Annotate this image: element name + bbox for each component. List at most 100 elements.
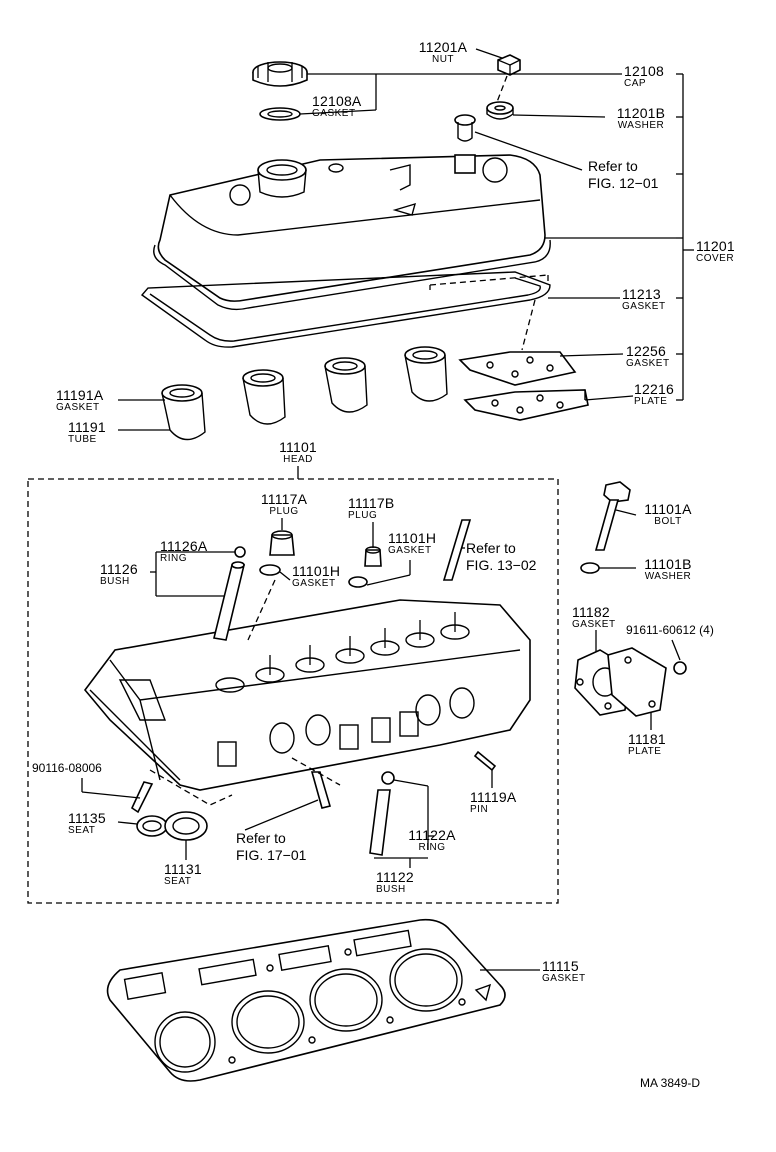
tube-parts [161,346,448,441]
label-water-gasket: 11182 GASKET [572,605,616,630]
label-washer: 11201B WASHER [608,106,674,131]
cylinder-head-part [83,599,531,791]
part-name: BUSH [376,884,406,895]
part-name: PLATE [628,746,662,757]
part-name: WASHER [644,571,692,582]
label-tube-gasket: 11191A GASKET [56,388,103,413]
label-cover-gasket: 11213 GASKET [622,287,666,312]
reference-fig-12-01: Refer to FIG. 12−01 [588,158,659,191]
label-ring: 11126A RING [160,539,207,564]
part-name: HEAD [283,454,313,465]
label-seat-large: 11131 SEAT [164,862,202,887]
part-number: 12108A [312,93,362,109]
bush-part [213,561,246,641]
part-name: GASKET [56,402,100,413]
part-number: 11119A [470,789,517,805]
part-name: GASKET [572,619,616,630]
diagram-id: MA 3849-D [640,1076,701,1090]
label-seat-small: 11135 SEAT [68,811,106,836]
part-name: GASKET [312,108,356,119]
label-plug-a: 11117A PLUG [254,492,314,517]
nut-part [497,54,521,76]
part-name: CAP [624,78,647,89]
label-tube: 11191 TUBE [68,420,106,445]
part-number: 12256 [626,343,666,359]
part-name: NUT [431,54,455,65]
part-number: 11191 [68,419,106,435]
reference-fig-13-02: Refer to FIG. 13−02 [466,540,537,573]
part-name: GASKET [542,973,586,984]
label-plug-gasket-1: 11101H GASKET [292,564,340,589]
label-plug-gasket-2: 11101H GASKET [388,531,436,556]
part-number: 11201A [418,39,468,55]
label-cap: 12108 CAP [624,64,664,89]
part-name: COVER [696,253,735,264]
part-name: SEAT [68,825,96,836]
part-name: PIN [470,804,489,815]
label-cap-gasket: 12108A GASKET [312,94,361,119]
cover-part [153,154,551,311]
bolt-quantity-code: 91611-60612 (4) [626,623,714,637]
part-number: 11135 [68,810,106,826]
part-number: 11115 [542,958,579,974]
part-number: 11101H [292,563,341,579]
label-plate-gasket: 12256 GASKET [626,344,670,369]
label-exhaust-bush: 11122 BUSH [376,870,414,895]
label-pin: 11119A PIN [470,790,516,815]
cap-gasket-part [259,107,301,121]
part-name: PLUG [269,506,299,517]
part-number: 11101B [644,556,692,572]
label-nut: 11201A NUT [410,40,476,65]
part-name: BUSH [100,576,130,587]
label-bush: 11126 BUSH [100,562,138,587]
bolt-part [594,481,631,551]
part-name: SEAT [164,876,192,887]
label-plate: 12216 PLATE [634,382,674,407]
part-number: 11101H [388,530,437,546]
stud-code: 90116-08006 [32,761,102,775]
exhaust-bush-part [369,771,395,856]
cover-gasket-part [140,271,551,348]
grommet-part [454,114,476,142]
part-name: GASKET [622,301,666,312]
part-name: TUBE [68,434,97,445]
label-bolt: 11101A BOLT [638,502,698,527]
part-name: BOLT [654,516,682,527]
leader-lines [81,48,694,971]
label-exhaust-ring: 11122A RING [404,828,460,853]
washer-part [486,101,514,120]
part-name: RING [418,842,446,853]
plug-b-part [364,546,382,567]
label-water-plate: 11181 PLATE [628,732,666,757]
part-number: 11117B [348,495,395,511]
part-name: GASKET [388,545,432,556]
part-number: 11122 [376,869,414,885]
part-number: 11101A [644,501,692,517]
label-head: 11101 HEAD [276,440,320,465]
part-number: 11191A [56,387,104,403]
reference-fig-17-01: Refer to FIG. 17−01 [236,830,307,863]
part-number: 11201B [616,105,666,121]
plate-gasket-part [458,351,577,386]
part-name: PLUG [348,510,378,521]
label-cover: 11201 COVER [696,239,735,264]
cap-part [252,61,308,87]
part-number: 11201 [696,238,735,254]
part-number: 11182 [572,604,610,620]
part-number: 11213 [622,286,661,302]
part-number: 11181 [628,731,666,747]
part-number: 11122A [408,827,456,843]
part-name: GASKET [292,578,336,589]
part-name: PLATE [634,396,668,407]
part-number: 11131 [164,861,202,877]
part-number: 12108 [624,63,664,79]
part-number: 12216 [634,381,674,397]
part-number: 11101 [279,439,317,455]
plate-part [463,389,589,421]
label-bolt-washer: 11101B WASHER [638,557,698,582]
part-number: 11117A [260,491,308,507]
water-plate-part [607,647,667,717]
plug-a-part [269,530,295,556]
